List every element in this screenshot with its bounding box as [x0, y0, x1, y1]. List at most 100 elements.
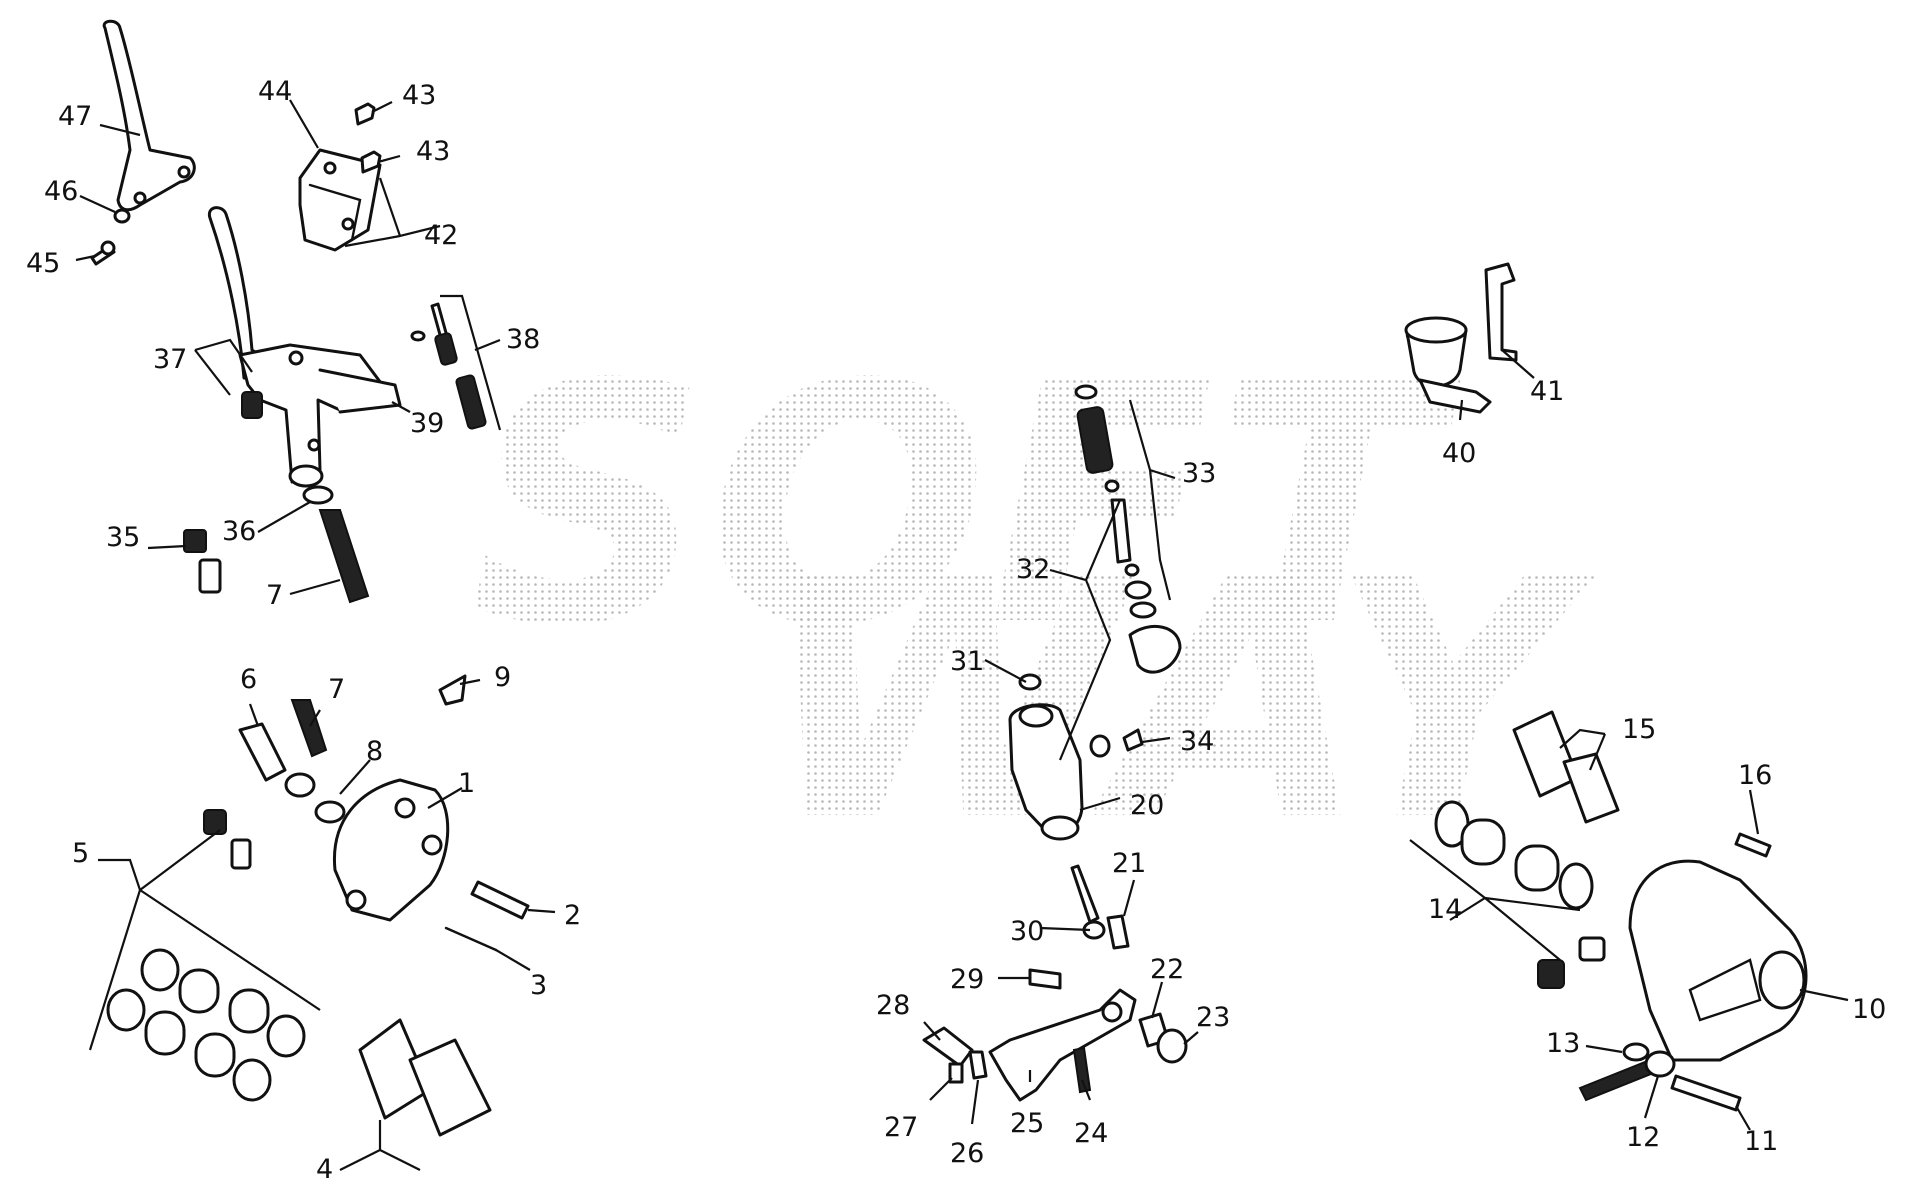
- callout-42: 42: [424, 220, 458, 251]
- piston-4: [194, 1032, 236, 1078]
- rear-piston-a: [1460, 818, 1506, 866]
- clutch-lever: [102, 19, 196, 212]
- caliper-pin: [444, 926, 498, 952]
- callout-33: 33: [1182, 458, 1216, 489]
- bleed-nipple-cap: [183, 529, 207, 553]
- piston-2: [228, 988, 270, 1034]
- rear-dust-boot: [1128, 625, 1182, 674]
- watermark-line-1: SOFT: [470, 314, 1461, 698]
- bleed-screw-cap: [203, 809, 227, 835]
- callout-31: 31: [950, 646, 984, 677]
- switch-screw-1: [354, 102, 376, 126]
- callout-labels: 47 46 45 44 43 43 42 37 38 39 35 36 7 6 …: [26, 76, 1886, 1185]
- rear-copper-washer: [1622, 1042, 1650, 1062]
- callout-24: 24: [1074, 1118, 1108, 1149]
- rear-master-seal: [1089, 734, 1111, 758]
- rear-piston-b: [1514, 844, 1560, 892]
- callout-21: 21: [1112, 848, 1146, 879]
- reservoir-washer: [1018, 673, 1042, 691]
- rear-piston-cup: [1124, 580, 1152, 600]
- callout-43-a: 43: [402, 80, 436, 111]
- rear-master-outlet: [1040, 815, 1080, 841]
- brake-lever: [207, 206, 270, 382]
- pedal-spacer: [1156, 1028, 1188, 1064]
- copper-washer: [314, 800, 346, 824]
- rear-piston-spring: [1076, 406, 1114, 474]
- master-cylinder-bolt-2: [307, 438, 321, 452]
- clutch-lever-group: [90, 19, 196, 266]
- caliper-bolt-hole-1: [394, 797, 416, 819]
- piston-kit-ring: [410, 330, 426, 342]
- bleed-nipple: [198, 558, 222, 594]
- callout-4: 4: [316, 1154, 333, 1185]
- callout-8: 8: [366, 736, 383, 767]
- brake-pedal: [988, 988, 1137, 1102]
- rear-seal-2: [1558, 862, 1594, 910]
- callout-36: 36: [222, 516, 256, 547]
- bleed-screw: [230, 838, 252, 870]
- rear-caliper-slot: [1688, 958, 1762, 1022]
- callout-22: 22: [1150, 954, 1184, 985]
- rear-master-clip: [1122, 728, 1144, 752]
- rear-bleed-cap: [1537, 959, 1565, 989]
- rear-master-cylinder-group: [1008, 384, 1182, 841]
- switch-screw-2: [360, 150, 382, 174]
- reservoir-bracket-plate: [1418, 378, 1492, 414]
- seal-ring-4: [232, 1058, 272, 1102]
- pedal-pivot: [1101, 1001, 1123, 1023]
- clutch-washer: [113, 208, 131, 224]
- clevis: [1106, 914, 1130, 950]
- switch-housing-edge: [308, 183, 362, 242]
- callout-16: 16: [1738, 760, 1772, 791]
- brake-light-switch: [438, 674, 467, 706]
- switch-housing-group: [298, 102, 382, 252]
- callout-38: 38: [506, 324, 540, 355]
- callout-47: 47: [58, 101, 92, 132]
- rear-circlip: [1129, 601, 1157, 619]
- rear-caliper-group: [1434, 710, 1808, 1112]
- rear-piston-seal-2: [1124, 563, 1140, 577]
- callout-14: 14: [1428, 894, 1462, 925]
- callout-34: 34: [1180, 726, 1214, 757]
- brake-hose-lower: [290, 699, 328, 758]
- rear-caliper-mount-hole: [1758, 950, 1806, 1010]
- front-caliper-group: [106, 674, 530, 1137]
- rear-banjo-bolt: [1670, 1074, 1742, 1112]
- caliper-mount-bolt: [470, 880, 530, 920]
- callout-25: 25: [1010, 1108, 1044, 1139]
- switch-housing-hole-2: [341, 217, 355, 231]
- rear-piston-ring: [1074, 384, 1098, 400]
- callout-45: 45: [26, 248, 60, 279]
- hose-fittings-upper: [183, 485, 370, 604]
- callout-30: 30: [1010, 916, 1044, 947]
- caliper-bolt-hole-2: [421, 834, 443, 856]
- callout-39: 39: [410, 408, 444, 439]
- callout-37: 37: [153, 344, 187, 375]
- master-cylinder-spring: [241, 391, 263, 419]
- callout-5: 5: [72, 838, 89, 869]
- piston-kit-piston: [434, 332, 458, 366]
- return-spring: [1072, 1046, 1092, 1094]
- rear-master-inlet: [1018, 704, 1054, 728]
- callout-12: 12: [1626, 1122, 1660, 1153]
- seal-ring-1: [140, 948, 180, 992]
- callout-28: 28: [876, 990, 910, 1021]
- piston-1: [178, 968, 220, 1014]
- rear-brake-hose: [1578, 1058, 1658, 1102]
- reservoir-bracket: [1484, 262, 1518, 362]
- clutch-pivot-bolt-head: [100, 240, 116, 256]
- clutch-lever-hole-2: [177, 165, 191, 179]
- callout-26: 26: [950, 1138, 984, 1169]
- brake-pad-2: [408, 1038, 492, 1137]
- clip: [968, 1050, 988, 1080]
- rear-caliper-body: [1628, 859, 1808, 1062]
- front-caliper-body: [332, 778, 450, 922]
- rear-piston-seal: [1104, 479, 1120, 493]
- callout-43-b: 43: [416, 136, 450, 167]
- sealing-washer: [302, 485, 334, 505]
- callout-46: 46: [44, 176, 78, 207]
- front-master-cylinder-group: [207, 206, 402, 488]
- rear-brake-pedal-group: [922, 864, 1188, 1102]
- callout-23: 23: [1196, 1002, 1230, 1033]
